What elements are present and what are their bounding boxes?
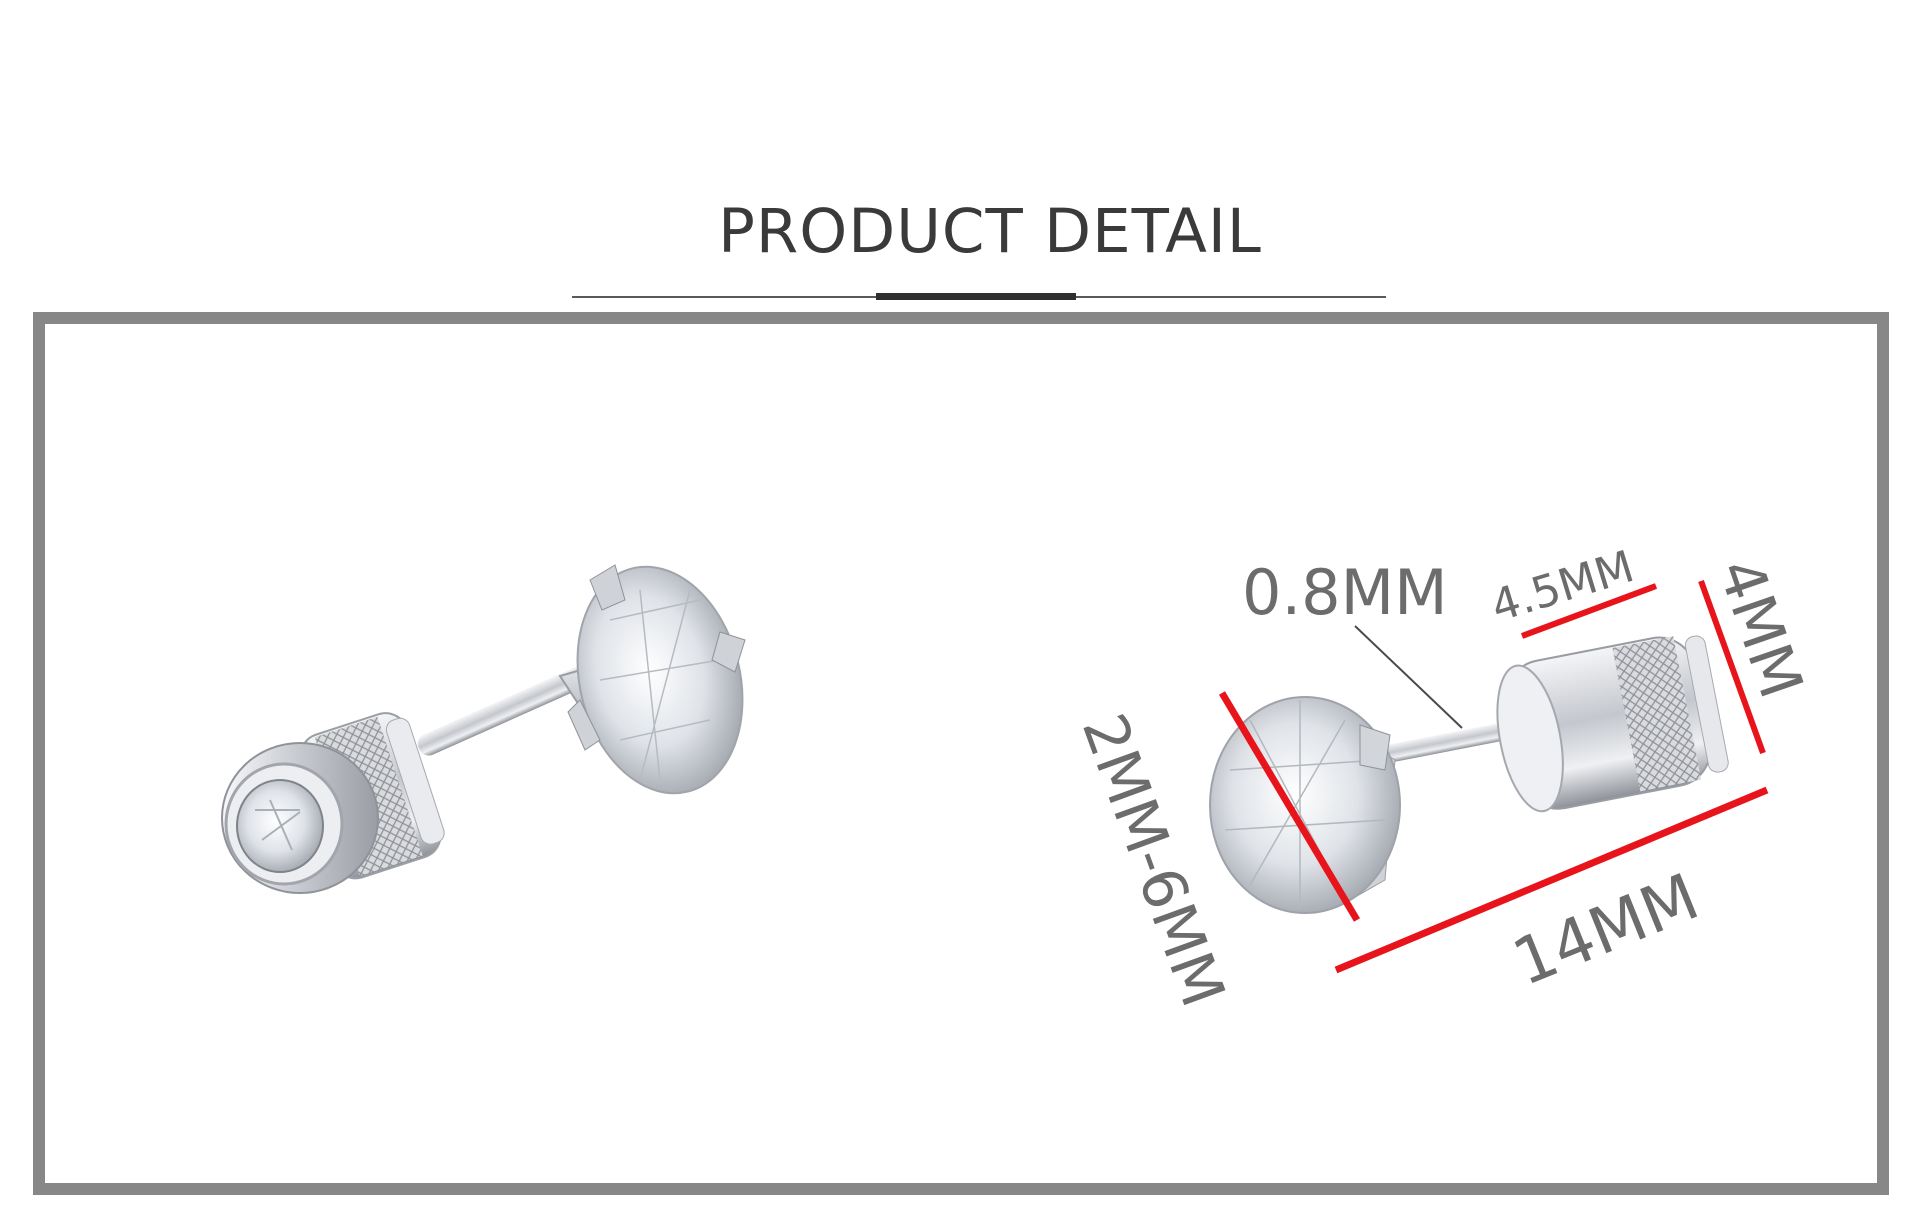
pin-pointer-line bbox=[1354, 625, 1463, 729]
title-underline-accent bbox=[876, 293, 1076, 300]
back-diameter-line bbox=[1698, 579, 1766, 755]
page-title: PRODUCT DETAIL bbox=[718, 196, 1262, 267]
total-length-line bbox=[1334, 786, 1769, 974]
earring-left-image bbox=[221, 564, 746, 894]
stone-size-line bbox=[1218, 691, 1361, 922]
measurement-lines bbox=[1218, 579, 1769, 974]
stone-size-label: 2MM-6MM bbox=[1068, 705, 1238, 1016]
back-length-line bbox=[1520, 583, 1658, 639]
earring-right-image bbox=[1209, 635, 1729, 914]
pin-thickness-label: 0.8MM bbox=[1242, 556, 1448, 629]
total-length-label: 14MM bbox=[1503, 860, 1709, 1000]
